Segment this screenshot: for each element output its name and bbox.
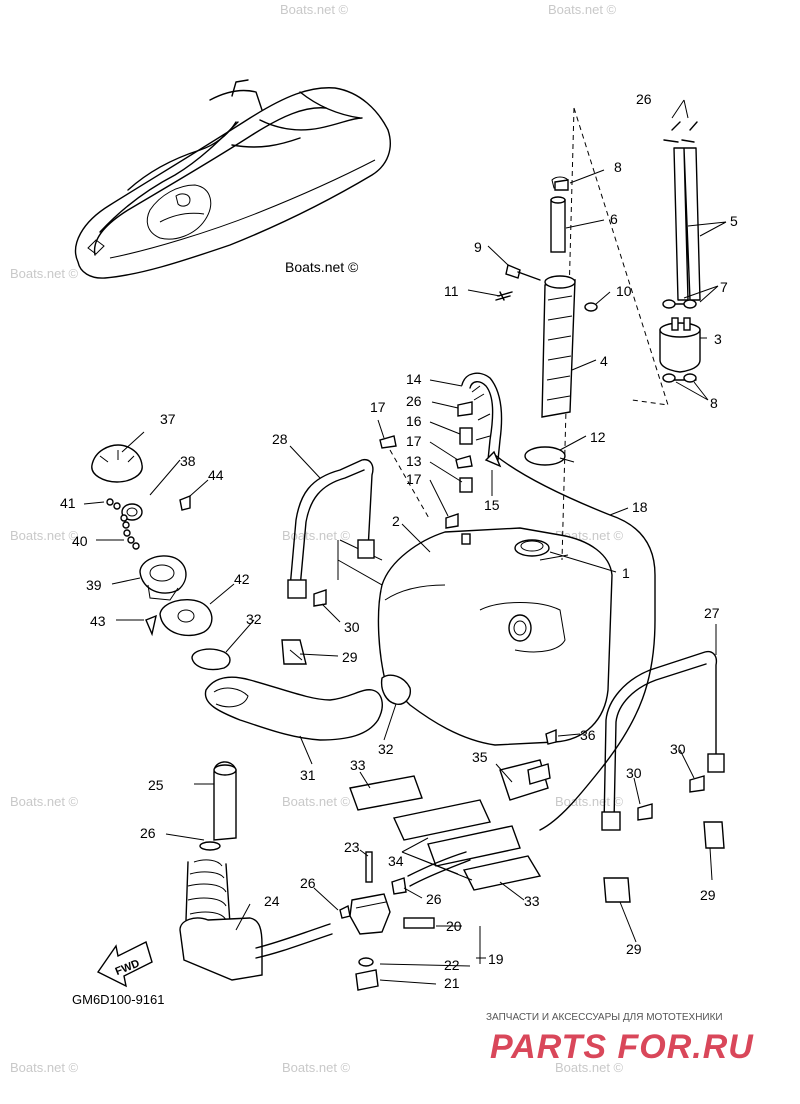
callout-31: 31 [300, 767, 316, 783]
callout-38: 38 [180, 453, 196, 469]
watermark: Boats.net © [282, 528, 351, 543]
brand-name: PARTS FOR.RU [490, 1028, 754, 1066]
leader-lines [83, 99, 727, 985]
callout-9: 9 [474, 239, 482, 255]
callout-7: 7 [720, 279, 728, 295]
small-hardware [495, 179, 598, 312]
callout-11: 11 [444, 283, 459, 299]
watermark: Boats.net © [548, 2, 617, 17]
watermarks: Boats.net © Boats.net © Boats.net © Boat… [10, 2, 624, 1075]
tank-bracket [499, 728, 557, 801]
callout-43: 43 [90, 613, 106, 629]
watermark: Boats.net © [282, 1060, 351, 1075]
callout-16: 16 [406, 413, 422, 429]
callout-41: 41 [60, 495, 76, 511]
callout-26: 26 [636, 91, 652, 107]
watermark: Boats.net © [555, 1060, 624, 1075]
callout-numbers: 26 8 6 5 9 10 11 7 3 4 8 14 12 26 17 16 … [60, 91, 738, 991]
callout-33: 33 [350, 757, 366, 773]
watercraft-overview-illustration [74, 79, 391, 279]
callout-42: 42 [234, 571, 250, 587]
watermark: Boats.net © [10, 528, 79, 543]
callout-2: 2 [392, 513, 400, 529]
callout-3: 3 [714, 331, 722, 347]
callout-26: 26 [140, 825, 156, 841]
callout-33: 33 [524, 893, 540, 909]
watermark: Boats.net © [10, 1060, 79, 1075]
callout-26: 26 [300, 875, 316, 891]
tank-straps [287, 458, 725, 831]
callout-30: 30 [626, 765, 642, 781]
callout-30: 30 [670, 741, 686, 757]
foam-pads [349, 775, 542, 891]
callout-26: 26 [406, 393, 422, 409]
brackets-and-bolts [281, 589, 725, 903]
fuel-tank [337, 527, 613, 746]
callout-10: 10 [616, 283, 632, 299]
watermark: Boats.net © [10, 266, 79, 281]
callout-36: 36 [580, 727, 596, 743]
callout-35: 35 [472, 749, 488, 765]
filler-hose [204, 674, 411, 741]
vent-hose-assembly [379, 372, 503, 545]
callout-26: 26 [426, 891, 442, 907]
callout-37: 37 [160, 411, 176, 427]
callout-40: 40 [72, 533, 88, 549]
pickup-assembly [179, 761, 333, 981]
watermark: Boats.net © [10, 794, 79, 809]
callout-17: 17 [370, 399, 386, 415]
callout-32: 32 [246, 611, 262, 627]
callout-44: 44 [208, 467, 224, 483]
callout-8: 8 [614, 159, 622, 175]
callout-14: 14 [406, 371, 422, 387]
callout-34: 34 [388, 853, 404, 869]
forward-direction-arrow: FWD [96, 941, 153, 988]
fuel-valve-assembly [339, 851, 471, 991]
callout-39: 39 [86, 577, 102, 593]
callout-32: 32 [378, 741, 394, 757]
callout-1: 1 [622, 565, 630, 581]
filler-cap-assembly [91, 444, 231, 671]
watermark: Boats.net © [282, 794, 351, 809]
callout-17: 17 [406, 433, 422, 449]
hose-routing-line [389, 449, 431, 521]
callout-18: 18 [632, 499, 648, 515]
callout-15: 15 [484, 497, 500, 513]
callout-22: 22 [444, 957, 460, 973]
callout-29: 29 [342, 649, 358, 665]
callout-12: 12 [590, 429, 606, 445]
filler-neck-assembly [524, 176, 576, 466]
callout-28: 28 [272, 431, 288, 447]
callout-5: 5 [730, 213, 738, 229]
watermark: Boats.net © [280, 2, 349, 17]
callout-19: 19 [488, 951, 504, 967]
callout-4: 4 [600, 353, 608, 369]
watermark-label: Boats.net © [285, 259, 359, 275]
watermark: Boats.net © [555, 794, 624, 809]
callout-20: 20 [446, 918, 462, 934]
callout-6: 6 [610, 211, 618, 227]
callout-21: 21 [444, 975, 460, 991]
callout-29: 29 [626, 941, 642, 957]
callout-24: 24 [264, 893, 280, 909]
diagram-code: GM6D100-9161 [72, 992, 165, 1007]
partsfor-logo: ЗАПЧАСТИ И АКСЕССУАРЫ ДЛЯ МОТОТЕХНИКИ PA… [486, 1012, 754, 1066]
callout-23: 23 [344, 839, 360, 855]
callout-29: 29 [700, 887, 716, 903]
brand-tagline: ЗАПЧАСТИ И АКСЕССУАРЫ ДЛЯ МОТОТЕХНИКИ [486, 1012, 723, 1023]
callout-13: 13 [406, 453, 422, 469]
callout-25: 25 [148, 777, 164, 793]
callout-27: 27 [704, 605, 720, 621]
fuel-filter-assembly [659, 121, 701, 383]
tether-chain [106, 498, 140, 550]
hose-routing-line [573, 107, 669, 406]
callout-30: 30 [344, 619, 360, 635]
callout-8: 8 [710, 395, 718, 411]
callout-17: 17 [406, 471, 422, 487]
